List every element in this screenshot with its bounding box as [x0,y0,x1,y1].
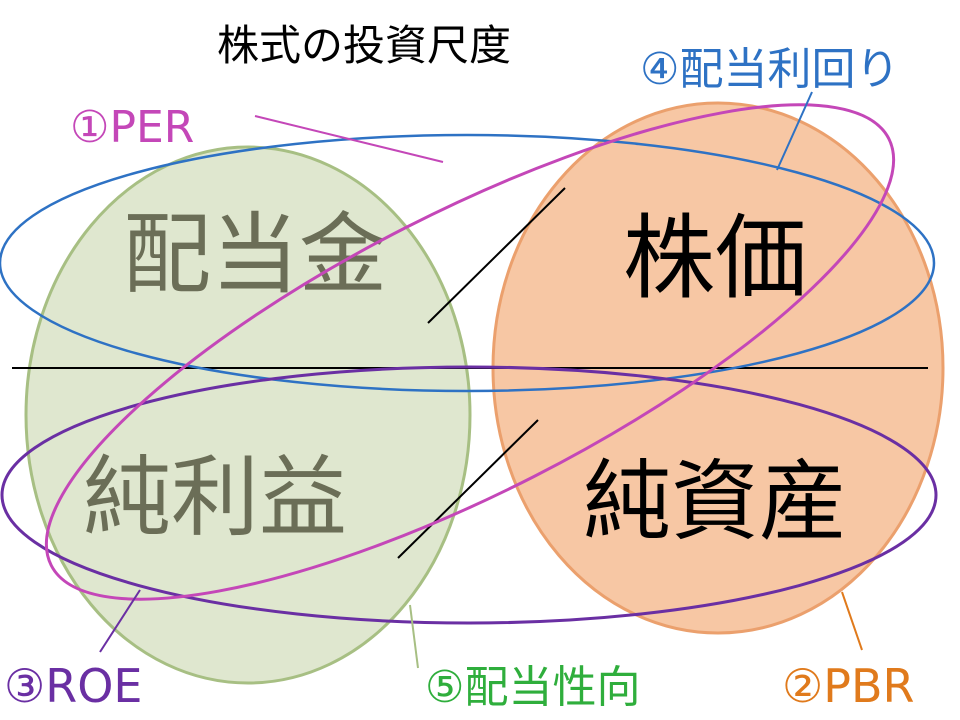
per-ellipse [44,103,896,601]
roe-leader [99,589,141,653]
term-net-assets: 純資産 [583,450,847,553]
label-pbr: ②PBR [782,659,915,713]
dividend-yield-leader [776,91,813,171]
slash-income-assets [397,419,539,559]
label-per: ①PER [70,102,194,153]
per-leader [254,115,444,163]
term-dividend: 配当金 [123,203,387,306]
term-net-income: 純利益 [83,446,347,549]
diagram-title: 株式の投資尺度 [217,21,511,70]
dividend-yield-ellipse [0,133,936,393]
term-stock-price: 株価 [623,205,807,312]
label-payout-ratio: ⑤配当性向 [425,662,640,713]
pbr-leader [841,591,863,651]
left-circle [24,145,472,685]
payout-ratio-leader [409,604,419,669]
label-roe: ③ROE [4,659,142,713]
label-dividend-yield: ④配当利回り [640,44,899,95]
roe-ellipse [0,365,938,625]
slash-dividend-price [427,187,566,324]
